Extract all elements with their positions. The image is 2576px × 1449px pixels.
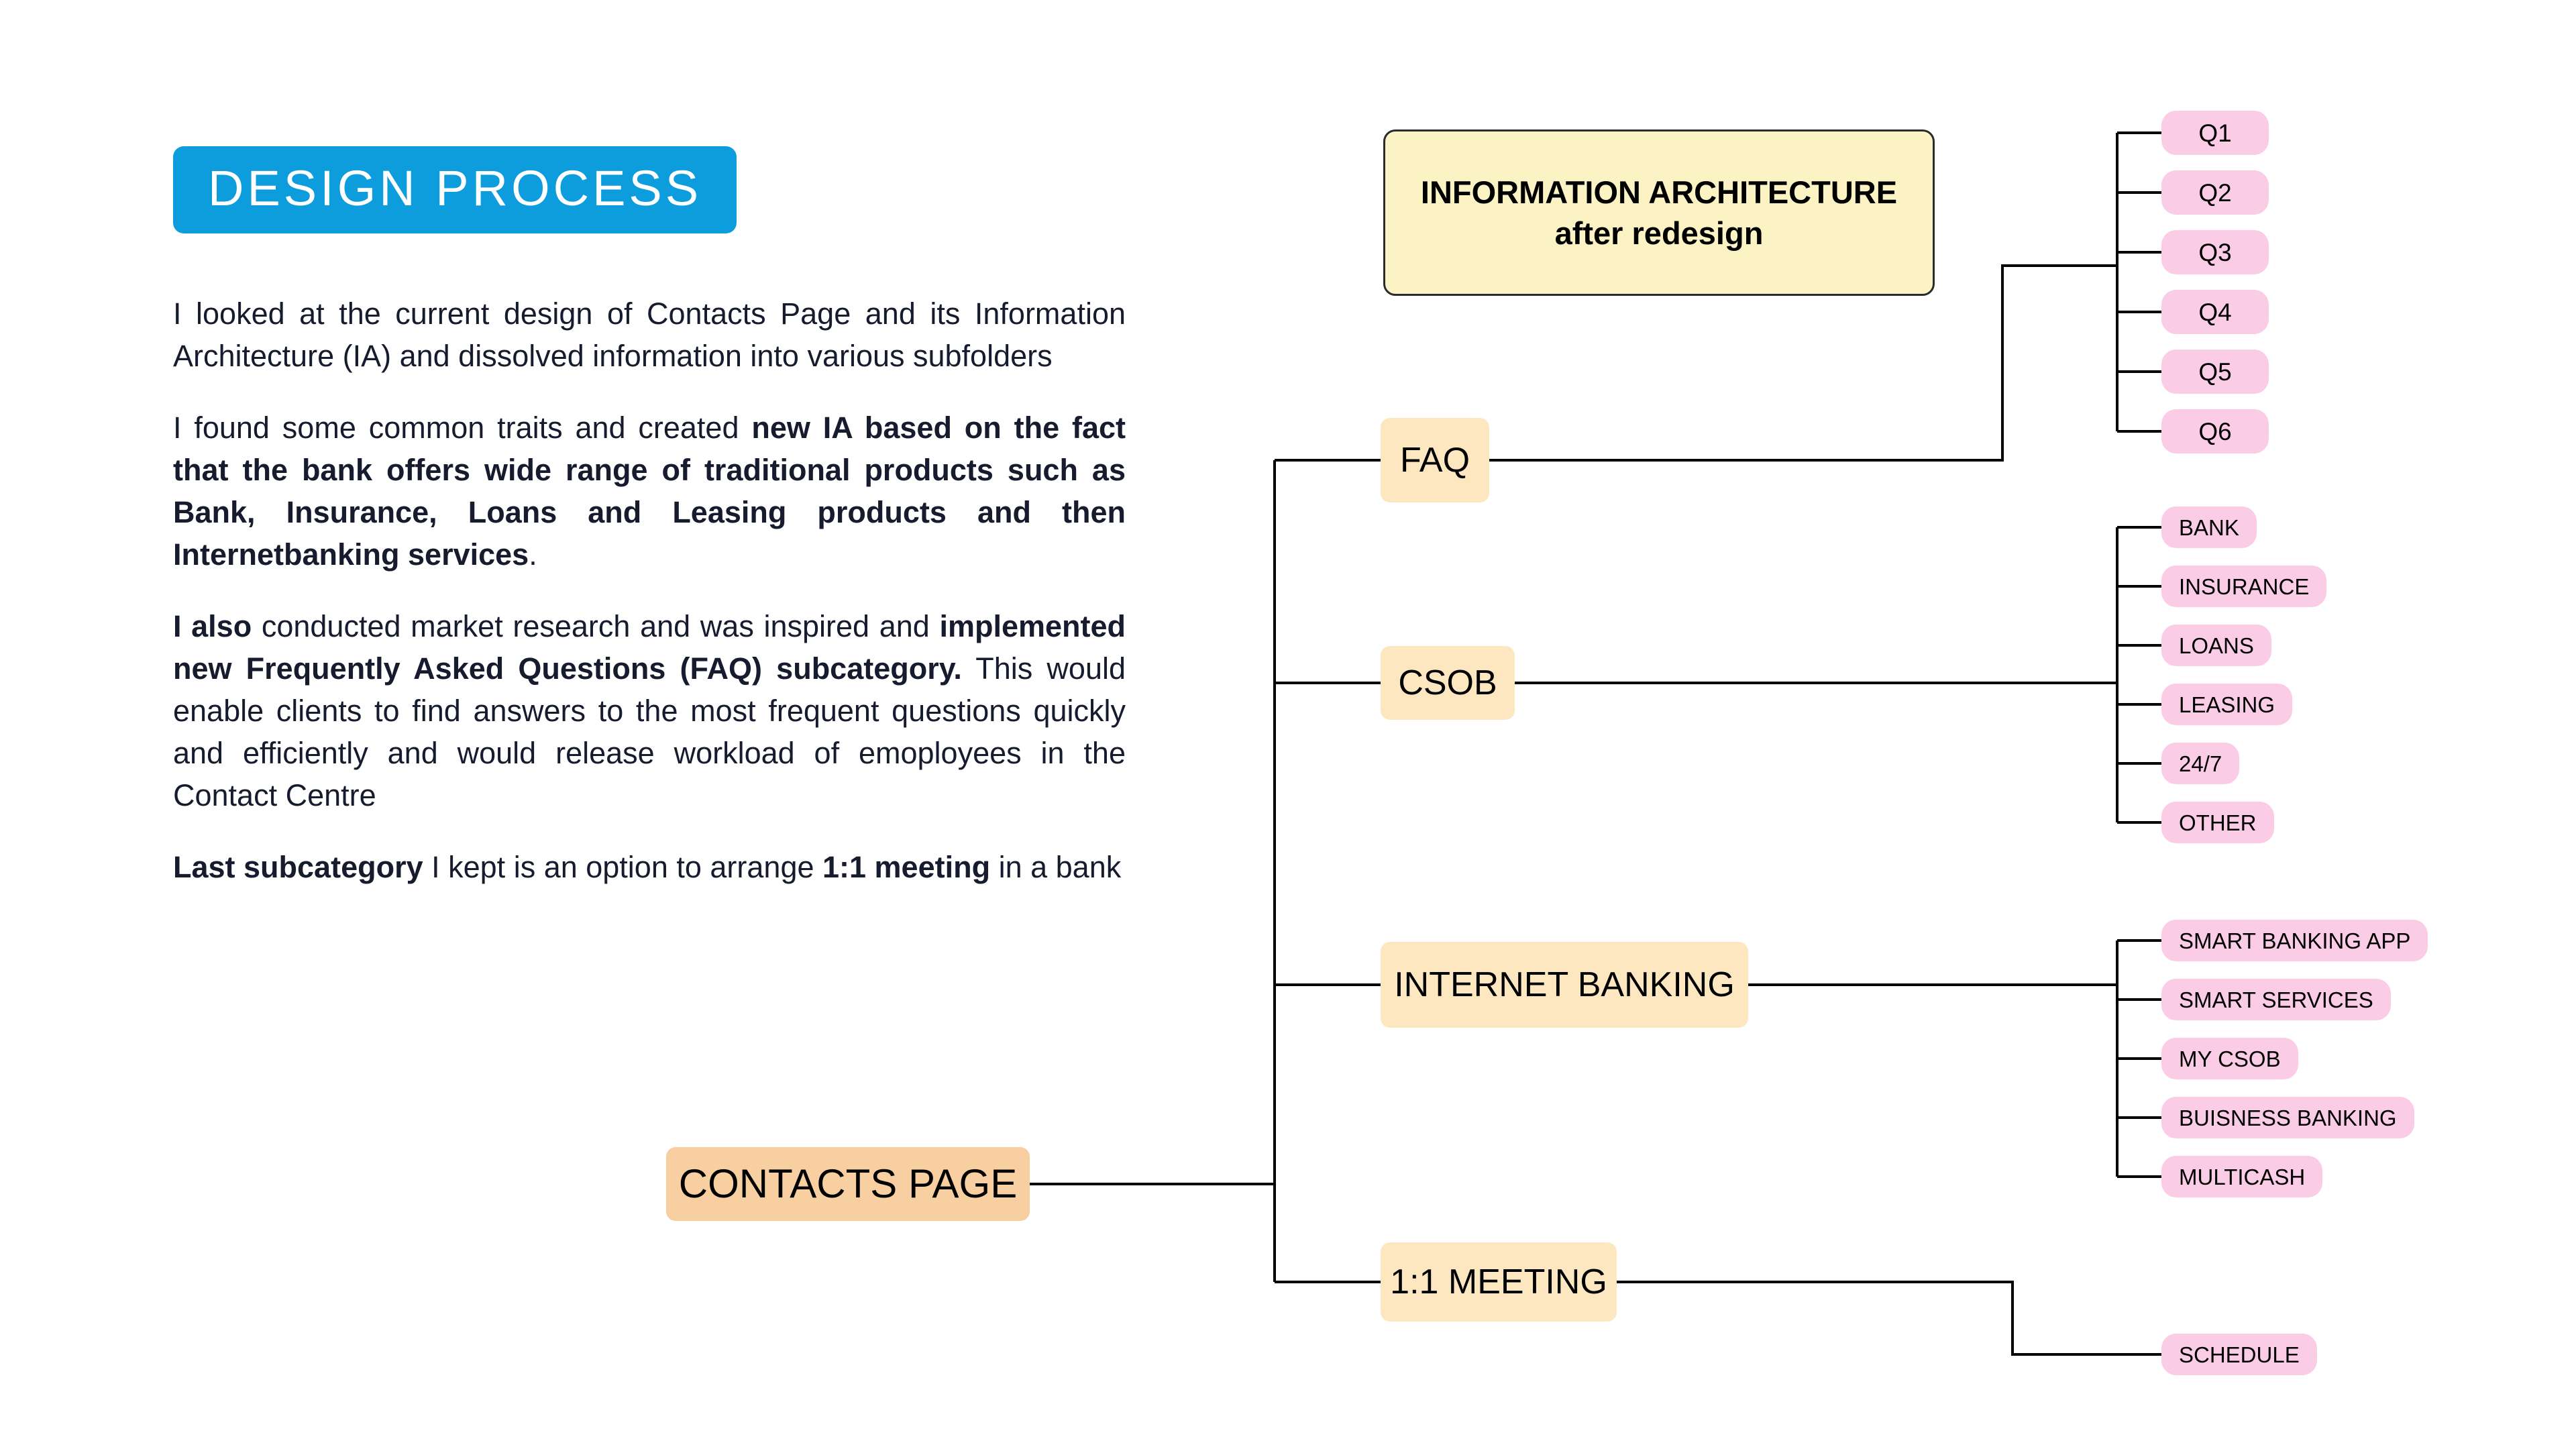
node-internet-banking[interactable]: INTERNET BANKING [1381,942,1748,1028]
paragraph-4: Last subcategory I kept is an option to … [173,850,1122,884]
leaf-q2[interactable]: Q2 [2161,170,2269,215]
node-csob[interactable]: CSOB [1381,646,1515,720]
ia-title-line2: after redesign [1554,215,1764,251]
leaf-bank[interactable]: BANK [2161,506,2257,548]
leaf-q6[interactable]: Q6 [2161,409,2269,453]
node-faq[interactable]: FAQ [1381,418,1489,502]
leaf-insurance[interactable]: INSURANCE [2161,566,2327,607]
connector-meeting-to-schedule [1617,1281,2161,1356]
node-contacts-page[interactable]: CONTACTS PAGE [666,1147,1030,1221]
leaf-q3[interactable]: Q3 [2161,230,2269,274]
leaf-q4[interactable]: Q4 [2161,290,2269,334]
paragraph-2: I found some common traits and created n… [173,411,1126,572]
leaf-my-csob[interactable]: MY CSOB [2161,1038,2298,1079]
leaf-multicash[interactable]: MULTICASH [2161,1156,2323,1197]
leaf-buisness-banking[interactable]: BUISNESS BANKING [2161,1097,2414,1138]
leaf-schedule[interactable]: SCHEDULE [2161,1334,2317,1375]
ia-title-line1: INFORMATION ARCHITECTURE [1420,174,1898,210]
leaf-q5[interactable]: Q5 [2161,350,2269,394]
body-copy: I looked at the current design of Contac… [173,292,1126,888]
paragraph-1: I looked at the current design of Contac… [173,297,1126,373]
leaf-q1[interactable]: Q1 [2161,111,2269,155]
leaf-loans[interactable]: LOANS [2161,625,2271,666]
leaf-other[interactable]: OTHER [2161,802,2274,843]
leaf-smart-services[interactable]: SMART SERVICES [2161,979,2391,1020]
leaf-smart-banking-app[interactable]: SMART BANKING APP [2161,920,2428,961]
leaf-24-7[interactable]: 24/7 [2161,743,2240,784]
node-one-to-one-meeting[interactable]: 1:1 MEETING [1381,1242,1617,1322]
ia-title-card: INFORMATION ARCHITECTURE after redesign [1383,129,1935,296]
design-process-panel: DESIGN PROCESS I looked at the current d… [173,146,1139,888]
page-title: DESIGN PROCESS [173,146,737,233]
leaf-leasing[interactable]: LEASING [2161,684,2293,725]
paragraph-3: I also conducted market research and was… [173,609,1126,812]
